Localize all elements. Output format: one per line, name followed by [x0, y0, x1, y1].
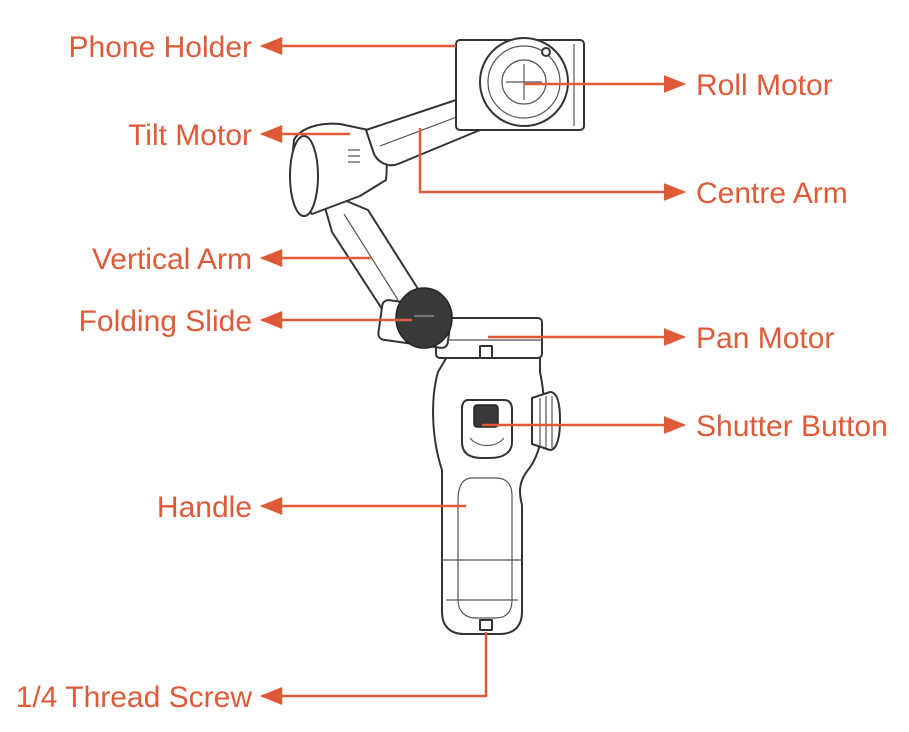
leader-thread-screw — [259, 632, 488, 705]
label-shutter-button: Shutter Button — [696, 410, 888, 443]
label-thread-screw: 1/4 Thread Screw — [16, 681, 253, 714]
folding-slide-body — [377, 287, 453, 349]
label-phone-holder: Phone Holder — [69, 31, 252, 64]
callout-labels: Phone Holder Roll Motor Tilt Motor Centr… — [16, 31, 888, 714]
vertical-arm-body — [319, 189, 421, 313]
label-centre-arm: Centre Arm — [696, 177, 848, 210]
shutter-button-body — [461, 399, 513, 459]
label-vertical-arm: Vertical Arm — [92, 243, 252, 276]
leader-centre-arm — [418, 128, 687, 201]
callout-lines — [259, 37, 687, 705]
label-handle: Handle — [157, 491, 252, 524]
label-folding-slide: Folding Slide — [79, 305, 252, 338]
label-roll-motor: Roll Motor — [696, 69, 833, 102]
side-dial — [531, 391, 561, 451]
label-pan-motor: Pan Motor — [696, 322, 834, 355]
handle-body — [432, 354, 545, 635]
label-tilt-motor: Tilt Motor — [128, 119, 252, 152]
